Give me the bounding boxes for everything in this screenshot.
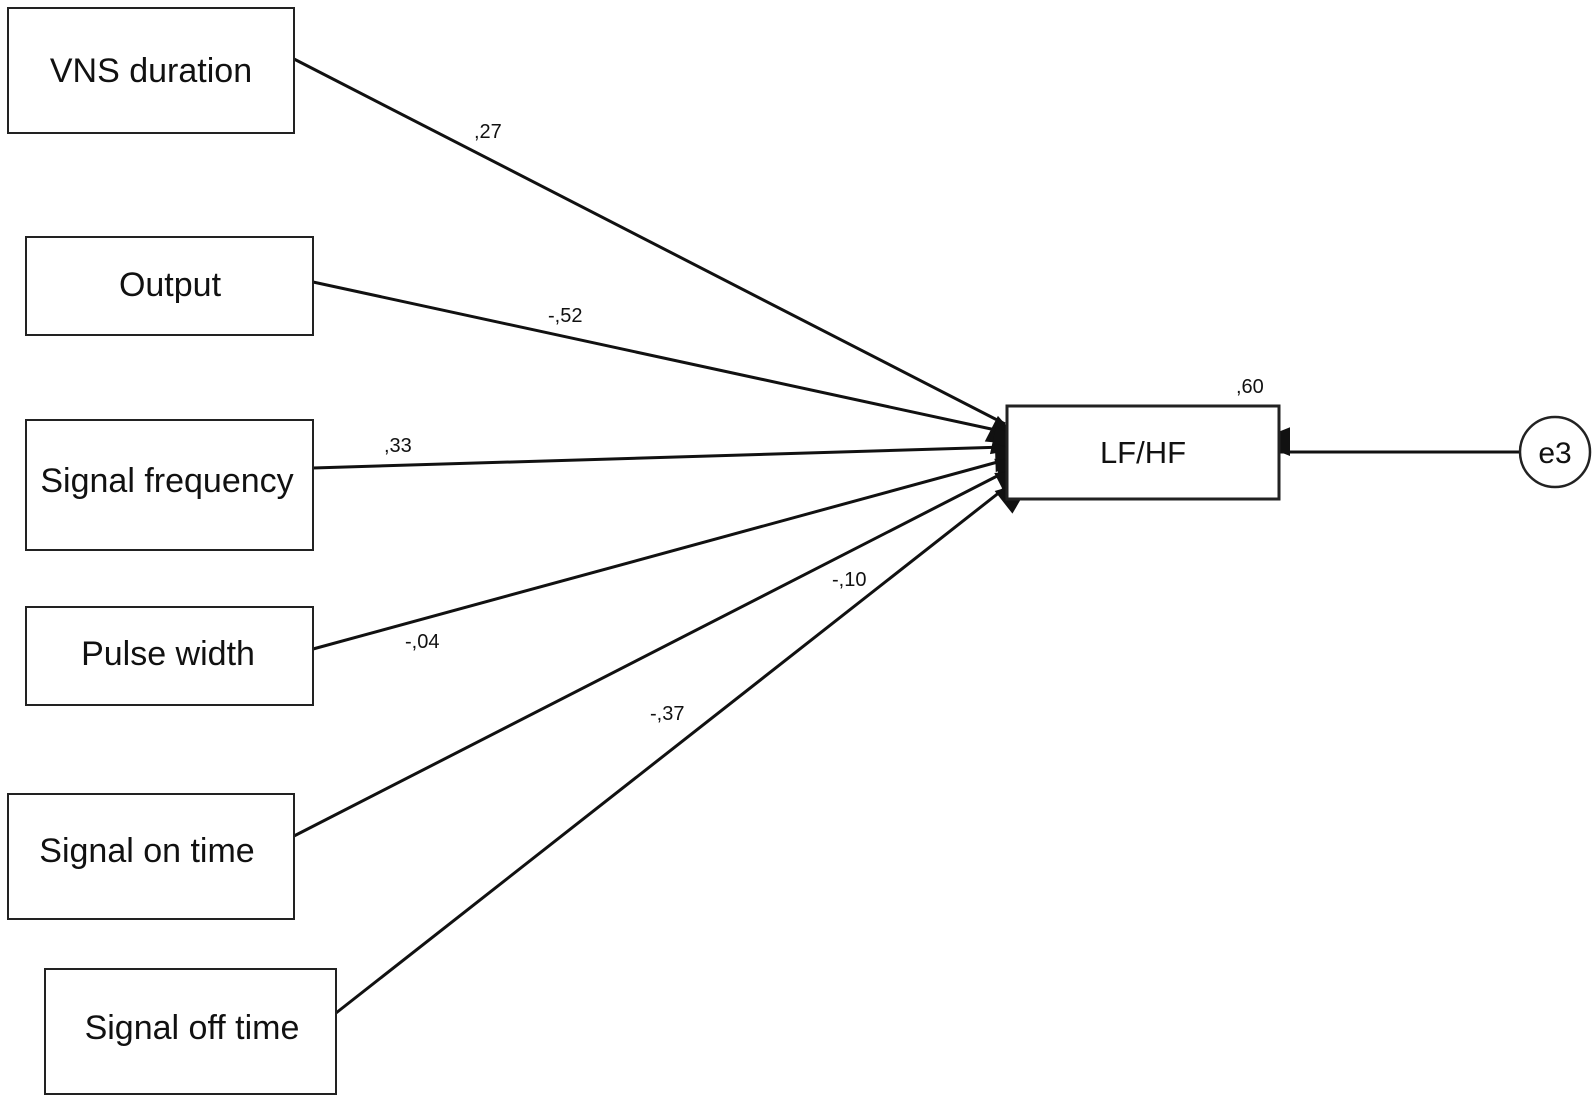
path-arrow-output xyxy=(312,280,1029,455)
path-arrow-vns-duration xyxy=(293,57,1024,446)
coefficient-signal-off-time: -,37 xyxy=(650,703,684,725)
node-signal-off-time: Signal off time xyxy=(44,968,337,1095)
path-arrow-signal-frequency xyxy=(312,443,1032,473)
coefficient-vns-duration: ,27 xyxy=(474,121,502,143)
error-term-e3: e3 xyxy=(1518,415,1592,489)
error-term-label: e3 xyxy=(1538,437,1571,470)
node-label: Pulse width xyxy=(81,635,255,673)
outcome-label: LF/HF xyxy=(1100,435,1186,470)
node-label: Signal frequency xyxy=(40,462,293,500)
node-label: Signal on time xyxy=(39,832,254,870)
path-arrow-pulse-width xyxy=(312,458,1033,651)
coefficient-output: -,52 xyxy=(548,305,582,327)
node-label: Signal off time xyxy=(85,1009,300,1047)
node-output: Output xyxy=(25,236,314,336)
coefficient-signal-frequency: ,33 xyxy=(384,435,412,457)
node-label: VNS duration xyxy=(50,52,252,90)
node-signal-on-time: Signal on time xyxy=(7,793,295,920)
node-vns-duration: VNS duration xyxy=(7,7,295,134)
path-arrow-signal-on-time xyxy=(293,469,1033,838)
node-label: Output xyxy=(119,266,222,304)
coefficient-signal-on-time: -,10 xyxy=(832,569,866,591)
r-squared-lf-hf: ,60 xyxy=(1236,376,1264,398)
node-signal-frequency: Signal frequency xyxy=(25,419,314,551)
path-arrow-signal-off-time xyxy=(335,480,1032,1015)
node-lf-hf: LF/HF xyxy=(1005,404,1281,501)
coefficient-pulse-width: -,04 xyxy=(405,631,439,653)
node-pulse-width: Pulse width xyxy=(25,606,314,706)
